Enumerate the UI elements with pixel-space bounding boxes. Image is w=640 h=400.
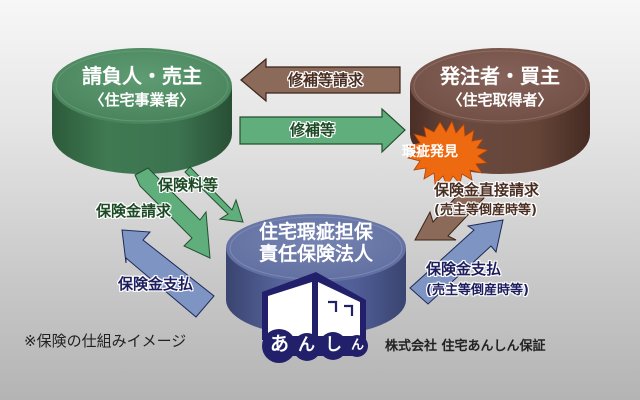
- payout-right-label: 保険金支払: [426, 260, 502, 278]
- repair-request-label: 修補等請求: [288, 71, 364, 89]
- defect-found-burst: [406, 120, 490, 187]
- defect-found-label: 瑕疵発見: [402, 144, 458, 160]
- payout-left-arrow: [121, 229, 215, 318]
- contractor-subtitle: 〈住宅事業者〉: [89, 91, 195, 109]
- buyer-title: 発注者・買主: [440, 64, 560, 88]
- contractor-title: 請負人・売主: [82, 64, 202, 88]
- buyer-subtitle: 〈住宅取得者〉: [447, 91, 553, 109]
- direct-claim-label: 保険金直接請求: [434, 181, 540, 199]
- logo-char-n2: ん: [351, 338, 365, 353]
- logo-char-n1: ん: [298, 335, 315, 355]
- insurer-line2: 責任保険法人: [258, 243, 373, 265]
- repair-label: 修補等: [290, 121, 336, 139]
- insurer-line1: 住宅瑕疵担保: [258, 221, 373, 243]
- direct-claim-note: (売主等倒産時等): [434, 203, 537, 218]
- payout-left-label: 保険金支払: [118, 275, 194, 293]
- diagram-note: ※保険の仕組みイメージ: [24, 332, 187, 350]
- repair-arrow: [239, 107, 406, 154]
- logo-char-a: あ: [270, 333, 290, 355]
- contractor-cylinder: [52, 48, 232, 174]
- anshin-logo-house: [262, 272, 368, 363]
- direct-claim-arrow: [414, 183, 485, 241]
- logo-char-shi: し: [325, 335, 342, 355]
- payout-right-note: (売主等倒産時等): [426, 283, 529, 298]
- payout-right-arrow: [409, 219, 504, 305]
- premium-label: 保険料等: [158, 176, 219, 194]
- company-name: 株式会社 住宅あんしん保証: [385, 339, 546, 354]
- repair-request-arrow: [240, 57, 401, 103]
- claim-arrow: [134, 167, 211, 259]
- claim-label: 保険金請求: [96, 202, 172, 220]
- premium-arrow: [184, 166, 244, 223]
